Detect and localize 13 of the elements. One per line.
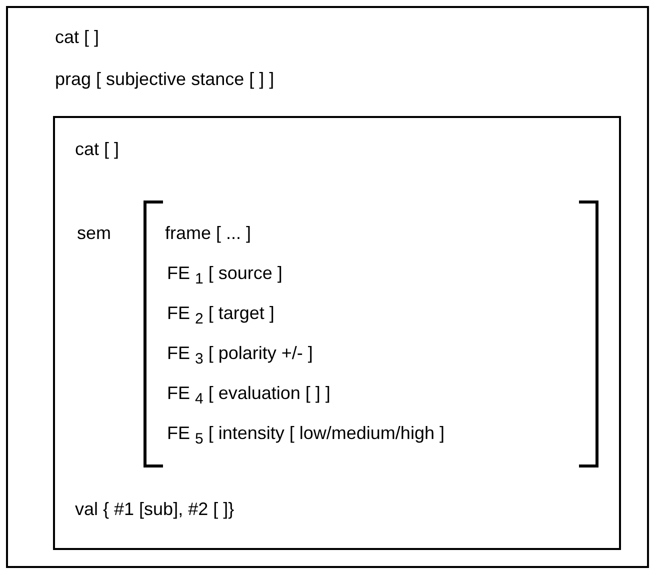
feature-box	[6, 6, 649, 568]
feature-text: FE $_{1}$ [ source ]	[167, 262, 282, 290]
feature-text: cat [ ]	[75, 138, 120, 160]
feature-text: val { #1 [sub], #2 [ ]}	[75, 498, 234, 520]
feature-text: FE $_{5}$ [ intensity [ low/medium/high ]	[167, 422, 444, 450]
feature-text: FE $_{2}$ [ target ]	[167, 302, 274, 330]
feature-text: FE $_{4}$ [ evaluation [ ] ]	[167, 382, 330, 410]
feature-text: frame [ ... ]	[165, 222, 252, 244]
feature-text: prag [ subjective stance [ ] ]	[55, 68, 274, 90]
feature-box	[53, 116, 621, 550]
feature-text: cat [ ]	[55, 26, 100, 48]
feature-text: FE $_{3}$ [ polarity +/- ]	[167, 342, 313, 370]
feature-label: sem	[77, 222, 112, 244]
